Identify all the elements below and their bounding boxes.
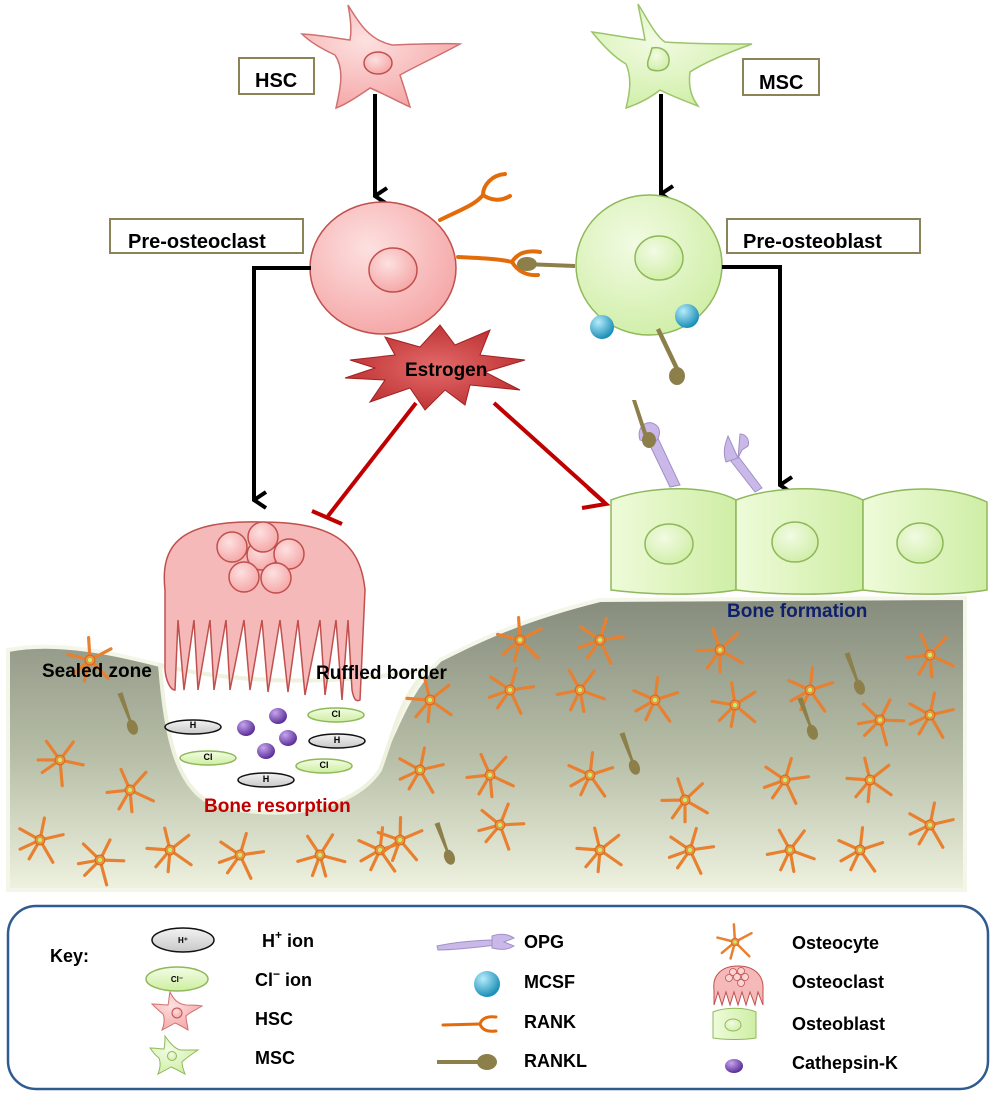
- msc-cell: [590, 3, 753, 110]
- h-ion: H: [164, 719, 222, 735]
- cathepsin-k-molecules: [237, 708, 297, 759]
- estrogen-stimulates-osteoblast-arrow: [492, 401, 606, 504]
- svg-text:Osteoclast: Osteoclast: [792, 972, 884, 992]
- arrowhead-red: [581, 486, 611, 510]
- svg-text:H+ ion: H+ ion: [262, 928, 314, 951]
- pre-osteoblast-label-box: [726, 218, 921, 254]
- estrogen-burst: [344, 324, 526, 411]
- svg-text:H⁺: H⁺: [178, 936, 188, 945]
- hsc-label: HSC: [255, 70, 297, 92]
- svg-text:HSC: HSC: [255, 1009, 293, 1029]
- cathepsin-k: [257, 743, 275, 759]
- key-item-h-ion: H⁺ H+ ion: [151, 927, 314, 953]
- h-ion: H: [308, 733, 366, 749]
- rank-receptor-bound: [456, 249, 542, 278]
- osteoblast-nucleus: [771, 521, 819, 563]
- ruffled-border-label: Ruffled border: [316, 663, 447, 684]
- hsc-label-box: [238, 57, 315, 95]
- msc-nucleus: [646, 46, 670, 72]
- svg-text:H: H: [334, 735, 341, 745]
- cl-ion-icon: [145, 966, 209, 992]
- osteoclast-cell: [163, 521, 366, 702]
- osteoblast-nucleus: [896, 522, 944, 564]
- svg-text:Cl: Cl: [320, 760, 329, 770]
- bone-resorption-label: Bone resorption: [204, 796, 351, 817]
- h-ion-icon: [151, 927, 215, 953]
- key-title: Key:: [50, 946, 89, 966]
- key-item-rankl: RANKL: [437, 1051, 587, 1071]
- svg-text:H: H: [263, 774, 270, 784]
- key-item-osteoblast: Osteoblast: [712, 1007, 885, 1040]
- arrow-preosteoblast-to-osteoblast: [722, 265, 780, 485]
- resorption-ions: H Cl H Cl H Cl: [164, 707, 366, 788]
- hsc-nucleus: [363, 51, 393, 75]
- svg-text:MCSF: MCSF: [524, 972, 575, 992]
- estrogen-inhibits-osteoclast-line: [326, 401, 418, 518]
- rank-icon: [441, 1015, 498, 1033]
- osteoclast-nuclei: [216, 521, 305, 594]
- svg-text:Osteocyte: Osteocyte: [792, 933, 879, 953]
- svg-text:Cathepsin-K: Cathepsin-K: [792, 1053, 898, 1073]
- key-item-rank: RANK: [441, 1012, 576, 1033]
- key-item-hsc: HSC: [150, 990, 293, 1032]
- pre-osteoclast-nucleus: [368, 247, 418, 293]
- key-item-osteoclast: Osteoclast: [713, 965, 884, 1007]
- pre-osteoclast-label: Pre-osteoclast: [128, 231, 266, 253]
- inhibition-bar: [311, 509, 343, 526]
- svg-text:RANK: RANK: [524, 1012, 576, 1032]
- msc-label: MSC: [759, 72, 803, 94]
- osteoclast-icon: [713, 965, 764, 1007]
- svg-text:Cl: Cl: [204, 752, 213, 762]
- mcsf-molecule: [590, 315, 614, 339]
- opg-icon: [436, 933, 516, 951]
- rank-receptor-free: [438, 172, 512, 222]
- sealed-zone-label: Sealed zone: [42, 661, 152, 682]
- key-item-osteocyte: Osteocyte: [716, 923, 879, 960]
- mcsf-icon: [474, 971, 500, 997]
- pre-osteoblast-nucleus: [634, 235, 684, 281]
- cathepsin-k-icon: [725, 1059, 743, 1073]
- key-item-cl-ion: Cl⁻ Cl− ion: [145, 966, 312, 992]
- svg-text:Osteoblast: Osteoblast: [792, 1014, 885, 1034]
- hsc-cell: [300, 4, 463, 110]
- pre-osteoclast-label-box: [109, 218, 304, 254]
- key-item-cathepsin-k: Cathepsin-K: [725, 1053, 898, 1073]
- svg-text:OPG: OPG: [524, 932, 564, 952]
- cl-ion: Cl: [307, 707, 365, 723]
- key-item-opg: OPG: [436, 932, 564, 952]
- h-ion: H: [237, 772, 295, 788]
- pre-osteoblast-label: Pre-osteoblast: [743, 231, 882, 253]
- bone-matrix: [6, 595, 967, 892]
- svg-text:Cl⁻: Cl⁻: [171, 975, 183, 984]
- key-item-mcsf: MCSF: [474, 971, 575, 997]
- msc-label-box: [742, 58, 820, 96]
- cathepsin-k: [237, 720, 255, 736]
- cl-ion: Cl: [295, 758, 353, 774]
- opg-bound-rankl: [632, 400, 681, 488]
- cathepsin-k: [279, 730, 297, 746]
- svg-text:MSC: MSC: [255, 1048, 295, 1068]
- estrogen-label: Estrogen: [405, 360, 487, 381]
- arrow-preosteoclast-to-osteoclast: [252, 266, 311, 500]
- svg-text:Cl− ion: Cl− ion: [255, 967, 312, 990]
- rankl-ligand-bound: [517, 257, 575, 271]
- svg-text:H: H: [190, 720, 197, 730]
- cl-ion: Cl: [179, 750, 237, 766]
- rankl-ligand-free: [656, 328, 685, 385]
- svg-text:Cl: Cl: [332, 709, 341, 719]
- osteoblast-nucleus: [644, 523, 694, 565]
- osteoblast-row: [610, 488, 988, 595]
- key-item-msc: MSC: [149, 1034, 295, 1076]
- mcsf-molecule: [675, 304, 699, 328]
- osteoblast-icon: [712, 1007, 757, 1040]
- svg-text:RANKL: RANKL: [524, 1051, 587, 1071]
- rankl-icon: [437, 1054, 497, 1070]
- opg-free: [723, 433, 763, 493]
- bone-formation-label: Bone formation: [727, 601, 867, 622]
- cathepsin-k: [269, 708, 287, 724]
